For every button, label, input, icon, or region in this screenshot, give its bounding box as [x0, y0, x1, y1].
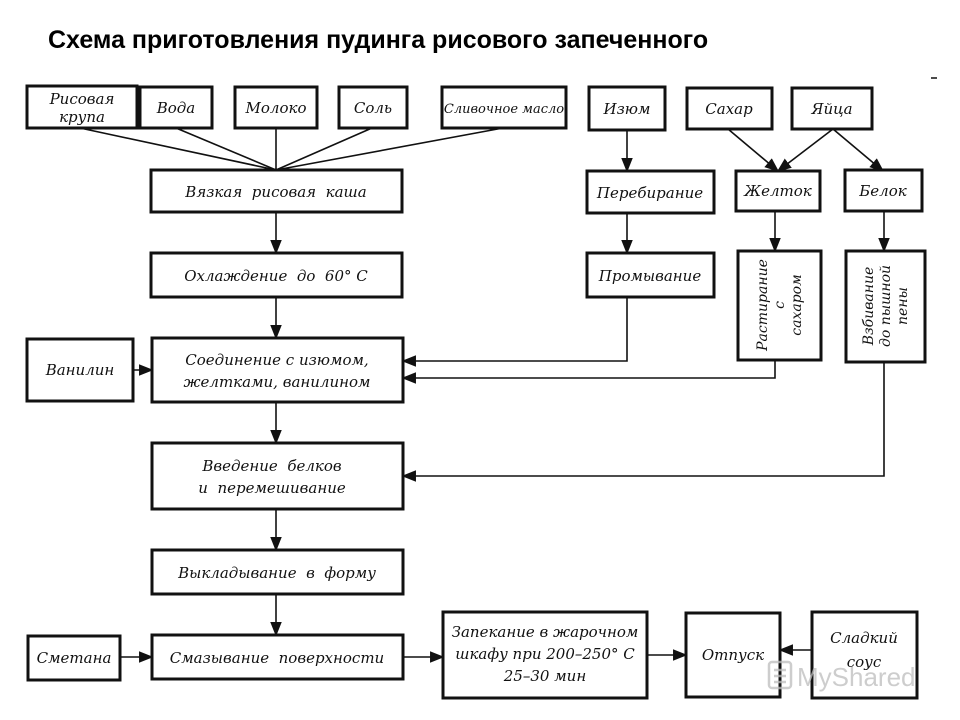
- node-label: 25–30 мин: [503, 667, 586, 685]
- node-label: с: [772, 301, 788, 309]
- node-sour-cream: Сметана: [26, 634, 122, 682]
- node-cooling: Охлаждение до 60° С: [149, 251, 404, 299]
- node-label: Сладкий: [830, 629, 898, 647]
- node-label: Изюм: [603, 100, 651, 118]
- node-label: крупа: [59, 108, 105, 126]
- node-milk: Молоко: [233, 85, 319, 130]
- node-label: Желток: [743, 182, 812, 200]
- node-label: шкафу при 200–250° С: [455, 645, 635, 663]
- node-label: Смазывание поверхности: [170, 649, 384, 667]
- node-laying-out: Выкладывание в форму: [150, 548, 405, 596]
- node-vanillin: Ванилин: [25, 337, 135, 403]
- node-greasing: Смазывание поверхности: [150, 633, 405, 681]
- node-viscous-porridge: Вязкая рисовая каша: [149, 168, 404, 214]
- node-washing: Промывание: [585, 251, 716, 299]
- node-label: Яйца: [810, 100, 852, 118]
- node-label: Введение белков: [201, 457, 342, 475]
- watermark-text: MyShared: [797, 662, 916, 692]
- node-label: Охлаждение до 60° С: [184, 267, 368, 285]
- node-label: Выкладывание в форму: [177, 564, 376, 582]
- node-rice-groats: Рисовая крупа: [25, 84, 139, 130]
- node-sweet-sauce: Сладкий соус: [810, 610, 919, 700]
- node-label: Вязкая рисовая каша: [184, 183, 366, 201]
- edge-butter-to-porridge: [275, 127, 504, 171]
- node-sugar: Сахар: [685, 86, 774, 131]
- node-label: Запекание в жарочном: [452, 623, 639, 641]
- node-label: Сахар: [705, 100, 753, 118]
- watermark: MyShared: [767, 660, 916, 692]
- page-title: Схема приготовления пудинга рисового зап…: [48, 26, 709, 54]
- node-label: Растирание: [755, 259, 771, 352]
- edge-sugar-to-yolk: [727, 128, 780, 172]
- edge-rice-to-porridge: [79, 127, 277, 171]
- node-grinding: Растирание с сахаром: [736, 249, 823, 362]
- node-label: Соединение с изюмом,: [185, 351, 368, 369]
- edge-eggs-to-yolk: [776, 128, 834, 172]
- node-raisins: Изюм: [587, 85, 667, 132]
- node-label: Вода: [156, 99, 196, 117]
- node-eggs: Яйца: [790, 86, 874, 131]
- edge-water-to-porridge: [175, 127, 277, 171]
- node-label: Промывание: [598, 267, 702, 285]
- node-yolk: Желток: [734, 169, 822, 213]
- node-label: Соль: [354, 99, 392, 117]
- edge-grinding-to-combining: [401, 360, 776, 384]
- node-label: Молоко: [245, 99, 307, 117]
- node-butter: Сливочное масло: [440, 85, 568, 130]
- node-label: Сливочное масло: [444, 102, 564, 117]
- node-label: Отпуск: [702, 646, 764, 664]
- node-label: Рисовая: [49, 90, 115, 108]
- node-sorting: Перебирание: [585, 169, 716, 215]
- edge-whipping-to-adding-whites: [401, 362, 885, 482]
- node-water: Вода: [138, 85, 214, 130]
- node-label: Перебирание: [596, 184, 703, 202]
- node-label: желтками, ванилином: [183, 373, 370, 391]
- node-combining: Соединение с изюмом, желтками, ванилином: [150, 336, 405, 404]
- edge-washing-to-combining: [401, 297, 628, 367]
- node-whipping: Взбивание до пышной пены: [844, 249, 927, 364]
- edges: [79, 127, 890, 663]
- edge-eggs-to-white: [832, 128, 885, 172]
- node-label: до пышной: [878, 265, 894, 347]
- node-label: Взбивание: [861, 267, 877, 347]
- node-label: соус: [847, 653, 882, 671]
- node-label: Сметана: [37, 649, 112, 667]
- watermark-logo-icon: [767, 660, 793, 690]
- node-baking: Запекание в жарочном шкафу при 200–250° …: [441, 610, 649, 700]
- node-white: Белок: [843, 168, 924, 213]
- node-label: сахаром: [789, 274, 805, 335]
- node-label: и перемешивание: [198, 479, 346, 497]
- node-serving: Отпуск: [684, 611, 782, 699]
- edge-salt-to-porridge: [275, 127, 373, 171]
- node-label: Белок: [858, 182, 906, 200]
- node-adding-whites: Введение белков и перемешивание: [150, 441, 405, 511]
- node-salt: Соль: [337, 85, 409, 130]
- node-label: Ванилин: [45, 361, 115, 379]
- node-label: пены: [895, 287, 911, 325]
